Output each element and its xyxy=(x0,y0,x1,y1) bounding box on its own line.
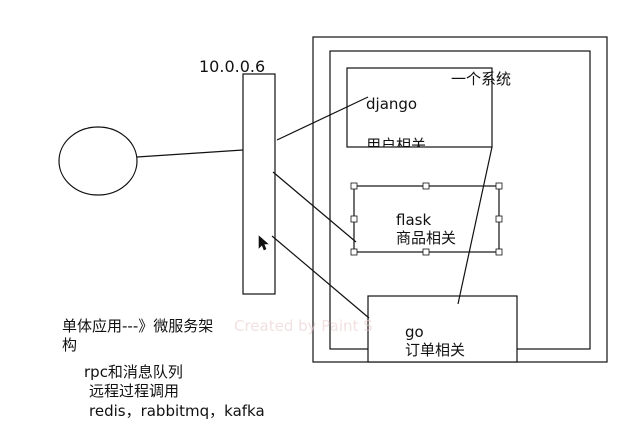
gateway-to-flask-line xyxy=(272,171,357,243)
flask-desc: 商品相关 xyxy=(396,229,457,247)
go-box xyxy=(367,295,518,363)
rpc-note: rpc和消息队列 xyxy=(84,363,183,381)
gateway-to-go-line xyxy=(271,235,370,319)
mouse-cursor-icon xyxy=(258,235,269,251)
django-desc: 用户相关 xyxy=(366,137,427,147)
client-circle xyxy=(58,126,138,196)
go-desc: 订单相关 xyxy=(405,341,466,359)
system-label: 一个系统 xyxy=(451,70,512,88)
mq-list-note: redis，rabbitmq，kafka xyxy=(89,402,265,420)
gateway-box xyxy=(242,73,276,295)
django-name: django xyxy=(366,95,418,113)
gateway-to-django-line xyxy=(276,96,369,141)
architecture-note: 单体应用---》微服务架构 xyxy=(62,317,214,354)
flask-name: flask xyxy=(396,211,432,229)
go-name: go xyxy=(405,323,424,341)
client-to-gateway-line xyxy=(136,149,244,158)
system-connector-line xyxy=(457,146,493,305)
ip-label: 10.0.0.6 xyxy=(199,57,266,76)
remote-call-note: 远程过程调用 xyxy=(89,382,180,400)
watermark-text: Created by Paint S xyxy=(234,317,373,335)
django-box xyxy=(346,67,493,148)
flask-selection-handles xyxy=(350,182,503,256)
